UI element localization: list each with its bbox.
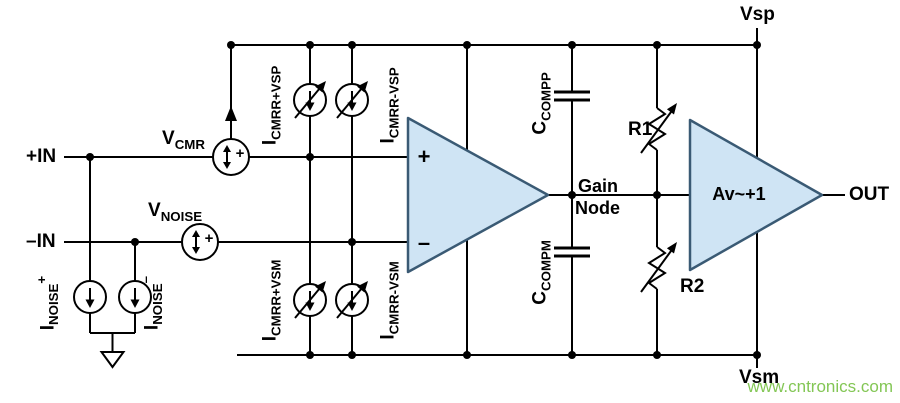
gain-node-label-line1: Gain [578, 176, 619, 196]
inoise-m-label: INOISE– [137, 276, 166, 331]
r1-resistor [640, 103, 677, 154]
buffer-amp-triangle [688, 118, 824, 272]
vcmr-arrowhead [225, 106, 237, 121]
input-minus-label: –IN [26, 231, 56, 252]
icmrr-m-vsp-label: ICMRR-VSP [377, 67, 402, 144]
gain-node-label-line2: Node [575, 198, 620, 218]
vsm-label: Vsm [739, 367, 780, 388]
vsp-label: Vsp [740, 4, 775, 25]
wires [64, 28, 845, 368]
vnoise-label: VNOISE [148, 200, 203, 224]
icmrr-m-vsm-label: ICMRR-VSM [377, 261, 402, 340]
ccompp-label: CCOMPP [529, 72, 554, 135]
r1-label: R1 [628, 119, 653, 140]
watermark-text: www.cntronics.com [747, 377, 893, 396]
inoise-p-source [73, 280, 107, 314]
r2-label: R2 [680, 276, 705, 297]
ccompm-label: CCOMPM [529, 240, 554, 305]
input-plus-label: +IN [26, 146, 57, 167]
ground-symbol [99, 351, 126, 369]
opamp-minus-sign: – [418, 230, 430, 255]
icmrr-p-vsp-label: ICMRR+VSP [259, 65, 284, 146]
opamp-plus-sign: + [418, 144, 431, 169]
vnoise-polarity-sign: + [205, 230, 214, 247]
inoise-p-label: INOISE+ [33, 275, 62, 331]
vcmr-polarity-sign: + [236, 145, 245, 162]
icmrr-p-vsm-label: ICMRR+VSM [259, 259, 284, 342]
junction-dots [86, 41, 761, 359]
ccompm-capacitor [554, 246, 590, 258]
out-label: OUT [849, 184, 890, 205]
r2-resistor [640, 242, 677, 293]
main-opamp-triangle [406, 116, 550, 274]
buffer-gain-label: Av~+1 [712, 184, 766, 204]
vcmr-label: VCMR [162, 128, 205, 152]
ccompp-capacitor [554, 90, 590, 102]
